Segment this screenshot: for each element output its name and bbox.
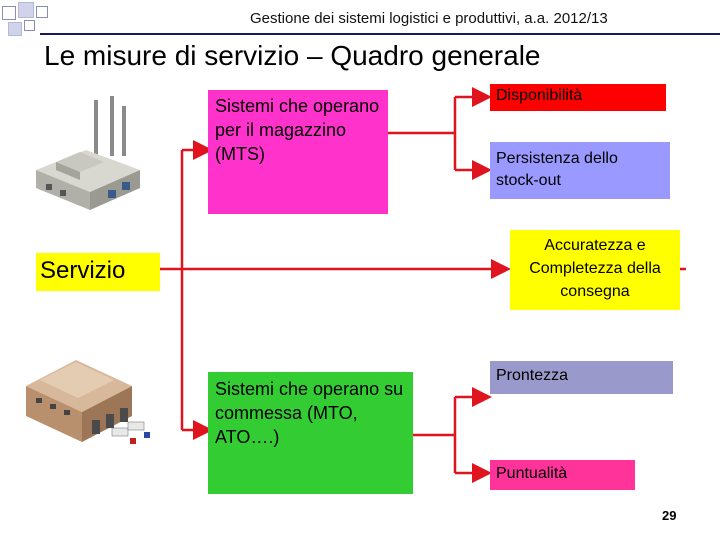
corner-square [24,20,35,31]
node-accuratezza: Accuratezza e Completezza della consegna [510,230,680,310]
corner-square [8,22,22,36]
node-servizio: Servizio [36,253,160,291]
node-puntualita-label: Puntualità [496,465,568,482]
warehouse-icon [26,360,150,444]
node-mts: Sistemi che operano per il magazzino (MT… [208,90,388,214]
factory-icon [36,96,140,210]
node-mto: Sistemi che operano su commessa (MTO, AT… [208,372,413,494]
page-number: 29 [662,508,677,523]
node-servizio-label: Servizio [40,257,126,284]
node-puntualita: Puntualità [490,460,635,490]
node-accuratezza-label: Accuratezza e Completezza della consegna [529,237,661,300]
corner-square [2,6,16,20]
slide-title: Le misure di servizio – Quadro generale [44,40,541,71]
node-persistenza-label: Persistenza dello stock-out [496,150,618,189]
node-mto-label: Sistemi che operano su commessa (MTO, AT… [215,379,404,447]
corner-square [18,2,34,18]
node-disponibilita-label: Disponibilità [496,87,583,104]
header-rule [40,33,720,35]
node-disponibilita: Disponibilità [490,84,666,111]
node-persistenza: Persistenza dello stock-out [490,142,670,199]
slide-header: Gestione dei sistemi logistici e produtt… [250,10,608,27]
node-prontezza: Prontezza [490,361,673,394]
node-mts-label: Sistemi che operano per il magazzino (MT… [215,96,380,164]
node-prontezza-label: Prontezza [496,367,569,384]
corner-square [36,6,48,18]
